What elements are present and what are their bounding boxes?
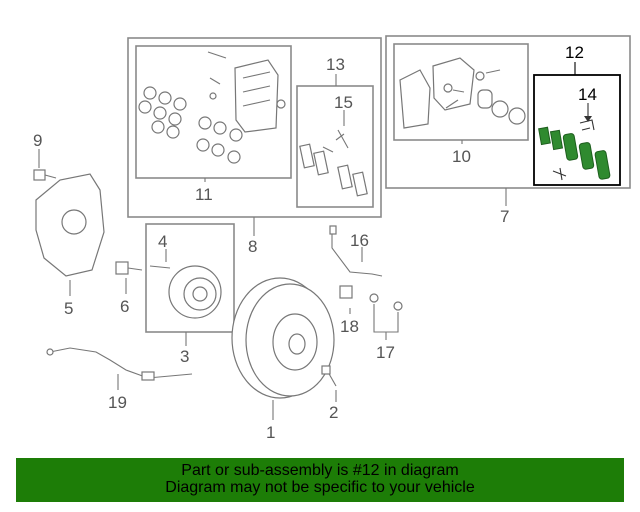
- group-box-3: [145, 223, 235, 333]
- callout-9: 9: [33, 131, 42, 150]
- callout-10: 10: [452, 147, 471, 166]
- caliper-10-parts: [399, 57, 526, 129]
- callout-5: 5: [64, 299, 73, 318]
- callout-14: 14: [578, 85, 597, 104]
- callout-19: 19: [108, 393, 127, 412]
- pad-kit-13-parts: [299, 129, 368, 197]
- group-box-12-highlight[interactable]: [533, 74, 621, 186]
- info-banner: Part or sub-assembly is #12 in diagram D…: [16, 458, 624, 502]
- group-box-11: [135, 45, 292, 179]
- rotor-screw-2: [321, 365, 337, 402]
- wheel-speed-sensor-19: [46, 347, 193, 390]
- brake-rotor-1: [231, 277, 335, 420]
- group-box-10: [393, 43, 529, 141]
- brake-pad-set-12[interactable]: [538, 103, 611, 181]
- callout-12[interactable]: 12: [565, 43, 584, 62]
- callout-17: 17: [376, 343, 395, 362]
- callout-11: 11: [195, 185, 213, 204]
- seal-kit-parts: [138, 51, 286, 164]
- banjo-bolt-18: [339, 285, 353, 314]
- callout-7: 7: [500, 207, 509, 226]
- callout-13: 13: [326, 55, 345, 74]
- hub-bearing-3: [149, 249, 222, 346]
- callout-2: 2: [329, 403, 338, 422]
- shield-and-bolt: [33, 149, 105, 296]
- washers-17: [369, 293, 403, 340]
- callout-8: 8: [248, 237, 257, 256]
- group-box-7: [385, 35, 631, 189]
- callout-15: 15: [334, 93, 353, 112]
- group-box-13: [296, 85, 374, 208]
- brake-hose-16: [329, 225, 383, 277]
- callout-4: 4: [158, 232, 167, 251]
- callout-16: 16: [350, 231, 369, 250]
- callout-6: 6: [120, 297, 129, 316]
- hub-bolt-6: [115, 261, 143, 294]
- callout-18: 18: [340, 317, 359, 336]
- banner-line-2: Diagram may not be specific to your vehi…: [165, 479, 475, 496]
- callout-1: 1: [266, 423, 275, 442]
- callout-3: 3: [180, 347, 189, 366]
- banner-line-1: Part or sub-assembly is #12 in diagram: [181, 462, 459, 479]
